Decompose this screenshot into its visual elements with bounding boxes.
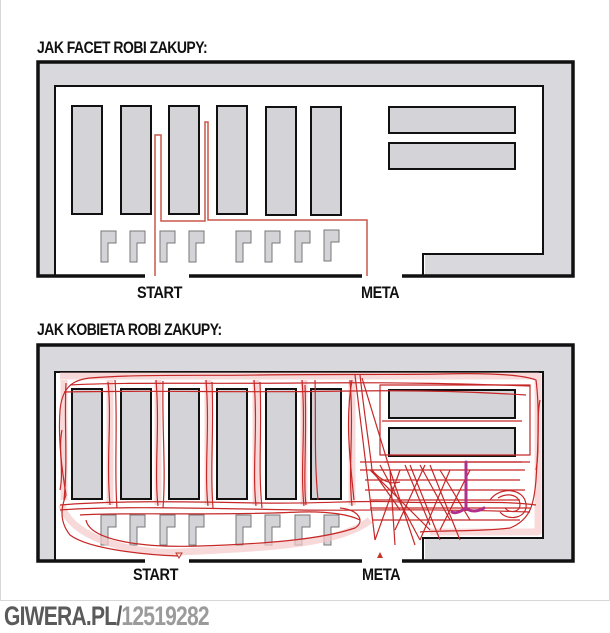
start-marker <box>175 552 183 559</box>
checkout-counters <box>100 229 340 263</box>
man-shopping-floor-plan <box>36 60 575 278</box>
bottom-start-label: START <box>133 565 178 584</box>
top-start-label: START <box>137 283 182 302</box>
woman-path <box>58 373 541 557</box>
shelves <box>71 105 516 216</box>
top-panel-title: JAK FACET ROBI ZAKUPY: <box>37 38 208 57</box>
watermark-site: GIWERA.PL/ <box>4 601 122 631</box>
woman-shopping-floor-plan <box>36 343 575 563</box>
watermark: GIWERA.PL/12519282 <box>4 601 210 632</box>
bottom-finish-label: META <box>362 565 401 584</box>
highlight-path <box>450 460 486 515</box>
bottom-panel-title: JAK KOBIETA ROBI ZAKUPY: <box>37 320 222 339</box>
finish-marker <box>377 552 383 558</box>
watermark-post-id: 12519282 <box>121 601 209 631</box>
top-finish-label: META <box>361 283 400 302</box>
man-path <box>154 121 368 276</box>
